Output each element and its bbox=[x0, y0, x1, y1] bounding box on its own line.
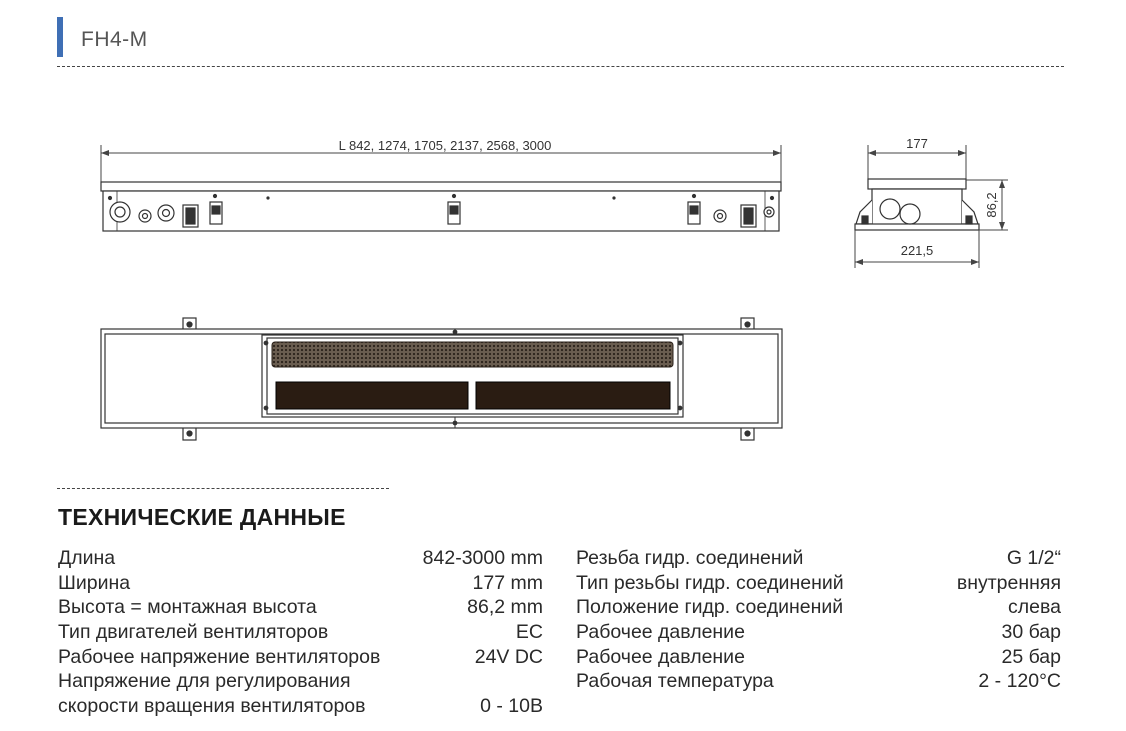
spec-value: 2 - 120°C bbox=[978, 670, 1061, 693]
length-label: L 842, 1274, 1705, 2137, 2568, 3000 bbox=[339, 138, 552, 153]
spec-label: Тип резьбы гидр. соединений bbox=[576, 571, 844, 594]
spec-value: 86,2 mm bbox=[467, 596, 543, 619]
section-divider bbox=[57, 488, 389, 489]
spec-row: Напряжение для регулирования скорости вр… bbox=[58, 669, 543, 718]
spec-label: Ширина bbox=[58, 571, 131, 594]
bottom-width-dimension bbox=[854, 230, 980, 268]
spec-label: Рабочее давление bbox=[576, 645, 745, 668]
height-label: 86,2 bbox=[984, 192, 999, 217]
width-dimension bbox=[867, 145, 967, 182]
spec-label: Положение гидр. соединений bbox=[576, 596, 844, 619]
outlet-grille-left bbox=[275, 381, 469, 410]
length-dimension bbox=[100, 145, 782, 188]
spec-row: Ширина 177 mm bbox=[58, 571, 543, 596]
top-view bbox=[100, 317, 783, 441]
spec-value: 24V DC bbox=[474, 645, 543, 668]
spec-row: Тип резьбы гидр. соединений внутренняя bbox=[576, 571, 1061, 596]
spec-value: внутренняя bbox=[956, 571, 1061, 594]
spec-value: слева bbox=[1008, 596, 1061, 619]
spec-row: Рабочая температура 2 - 120°C bbox=[576, 669, 1061, 694]
bottom-width-label: 221,5 bbox=[901, 243, 934, 258]
spec-label: Рабочее давление bbox=[576, 621, 745, 644]
spec-value: EC bbox=[515, 621, 543, 644]
spec-row: Длина 842-3000 mm bbox=[58, 546, 543, 571]
spec-row: Рабочее давление 30 бар bbox=[576, 620, 1061, 645]
section-title: ТЕХНИЧЕСКИЕ ДАННЫЕ bbox=[58, 504, 346, 530]
specs-left-table: Длина 842-3000 mm Ширина 177 mm Высота =… bbox=[58, 546, 543, 719]
spec-row: Рабочее давление 25 бар bbox=[576, 645, 1061, 670]
spec-value: 25 бар bbox=[1001, 645, 1061, 668]
header-divider bbox=[57, 66, 1064, 67]
spec-value: 842-3000 mm bbox=[422, 547, 543, 569]
spec-label: Длина bbox=[58, 547, 116, 569]
accent-bar bbox=[57, 17, 63, 57]
spec-label: Напряжение для регулирования скорости вр… bbox=[58, 670, 366, 718]
model-title: FH4-M bbox=[81, 28, 148, 51]
spec-row: Тип двигателей вентиляторов EC bbox=[58, 620, 543, 645]
width-label: 177 bbox=[906, 136, 928, 151]
height-dimension bbox=[966, 179, 1008, 231]
spec-value: 177 mm bbox=[472, 571, 543, 594]
spec-label: Резьба гидр. соединений bbox=[576, 547, 804, 569]
end-view bbox=[854, 178, 980, 231]
fan-mesh bbox=[271, 341, 674, 368]
spec-value: 30 бар bbox=[1001, 621, 1061, 644]
technical-drawing: L 842, 1274, 1705, 2137, 2568, 3000 bbox=[100, 136, 1008, 441]
spec-row: Положение гидр. соединений слева bbox=[576, 595, 1061, 620]
specs-right-table: Резьба гидр. соединений G 1/2“ Тип резьб… bbox=[576, 546, 1061, 694]
outlet-grille-right bbox=[475, 381, 671, 410]
spec-label: Высота = монтажная высота bbox=[58, 596, 317, 619]
spec-row: Рабочее напряжение вентиляторов 24V DC bbox=[58, 645, 543, 670]
spec-label: Рабочее напряжение вентиляторов bbox=[58, 645, 381, 668]
spec-label: Рабочая температура bbox=[576, 670, 774, 693]
spec-label: Тип двигателей вентиляторов bbox=[58, 621, 329, 644]
spec-row: Резьба гидр. соединений G 1/2“ bbox=[576, 546, 1061, 571]
spec-row: Высота = монтажная высота 86,2 mm bbox=[58, 595, 543, 620]
spec-value: G 1/2“ bbox=[1006, 547, 1061, 569]
side-view bbox=[100, 181, 782, 232]
spec-value: 0 - 10В bbox=[480, 695, 543, 718]
